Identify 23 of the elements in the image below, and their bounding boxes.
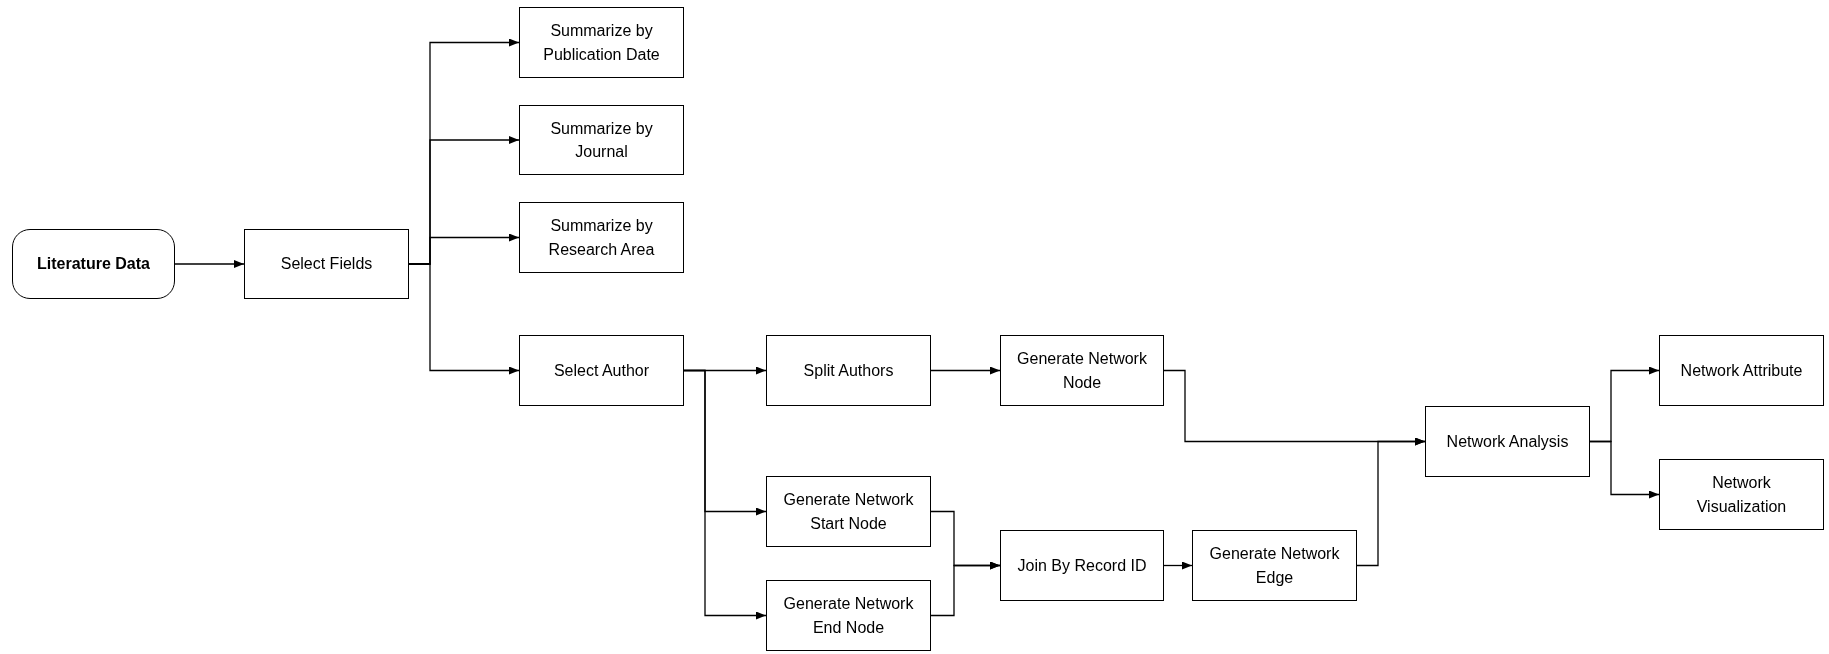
arrow [930,366,1001,375]
process-box: Summarize by Journal [519,105,684,175]
arrow [1163,561,1193,570]
process-box: Generate Network Edge [1192,530,1357,601]
arrow [1589,440,1660,499]
arrow [683,369,767,620]
arrow [408,263,520,375]
process-box: Network Analysis [1425,406,1590,477]
process-box: Network Attribute [1659,335,1824,406]
arrow [1356,437,1426,567]
start-terminal: Literature Data [12,229,175,299]
process-box: Join By Record ID [1000,530,1164,601]
process-box: Generate Network End Node [766,580,931,651]
process-box: Summarize by Publication Date [519,7,684,78]
process-box: Split Authors [766,335,931,406]
process-box: Select Fields [244,229,409,299]
arrow [174,260,245,268]
process-box: Summarize by Research Area [519,202,684,273]
arrow [930,561,1001,617]
process-box: Generate Network Node [1000,335,1164,406]
process-box: Generate Network Start Node [766,476,931,547]
process-box: Network Visualization [1659,459,1824,530]
process-box: Select Author [519,335,684,406]
